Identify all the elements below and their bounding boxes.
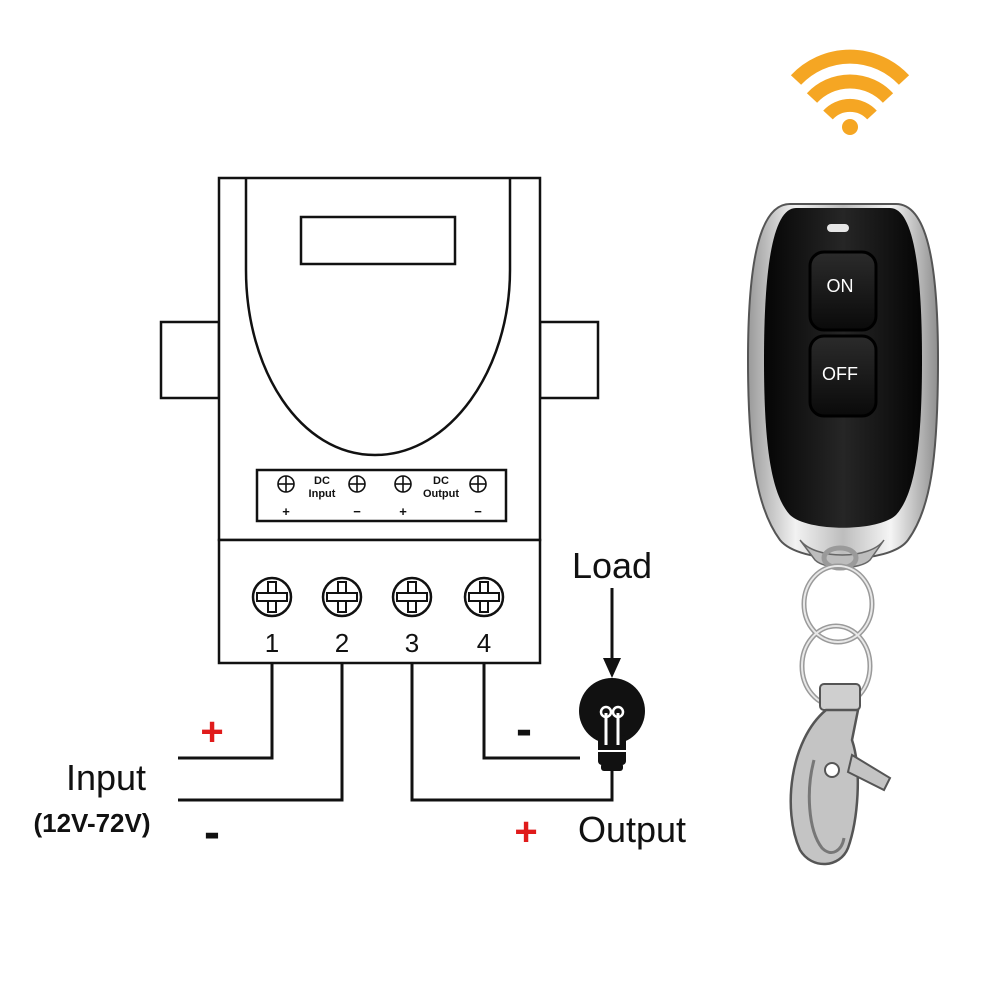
- mounting-tab-left: [159, 320, 221, 400]
- terminal-number-2: 2: [335, 628, 349, 658]
- input-range-label: (12V-72V): [33, 808, 150, 838]
- dc-output-line2: Output: [423, 488, 459, 500]
- remote-on-button[interactable]: [808, 250, 878, 332]
- input-label: Input: [66, 757, 146, 798]
- output-plus-sign: +: [514, 810, 537, 854]
- remote-led: [827, 224, 849, 232]
- wire-input-positive: [178, 663, 274, 760]
- wire-input-negative: [178, 663, 344, 802]
- remote-control: ON OFF: [746, 203, 940, 866]
- wires: [178, 588, 614, 802]
- module-cover: [244, 178, 512, 457]
- remote-off-button[interactable]: [808, 334, 878, 418]
- dc-input-line1: DC: [314, 475, 330, 487]
- terminal-number-1: 1: [265, 628, 279, 658]
- load-arrow-head: [603, 658, 621, 678]
- module-body: [217, 176, 542, 542]
- light-bulb-icon: [579, 678, 645, 771]
- screw-terminal-icon: [391, 576, 433, 618]
- screw-terminal-icon: [251, 576, 293, 618]
- terminal-number-3: 3: [405, 628, 419, 658]
- wifi-signal-icon: [790, 49, 910, 135]
- panel-minus-1: −: [353, 504, 361, 519]
- panel-plus-2: +: [399, 504, 407, 519]
- input-plus-sign: +: [200, 710, 223, 754]
- terminal-number-4: 4: [477, 628, 491, 658]
- screw-terminal-icon: [321, 576, 363, 618]
- load-minus-sign: -: [516, 703, 532, 756]
- wire-output-negative: [482, 663, 580, 760]
- screw-icon: [277, 475, 295, 493]
- screw-terminal-icon: [463, 576, 505, 618]
- remote-off-label: OFF: [822, 364, 858, 384]
- wire-output-positive: [410, 663, 614, 802]
- dc-input-line2: Input: [309, 488, 336, 500]
- input-minus-sign: -: [204, 806, 220, 859]
- lobster-clasp-icon: [789, 683, 892, 866]
- screw-terminals: 1 2 3 4: [251, 576, 505, 658]
- load-label: Load: [572, 545, 652, 586]
- relay-module: [159, 176, 600, 665]
- panel-plus-1: +: [282, 504, 290, 519]
- dc-output-line1: DC: [433, 475, 449, 487]
- screw-icon: [469, 475, 487, 493]
- output-label: Output: [578, 809, 686, 850]
- mounting-tab-right: [538, 320, 600, 400]
- label-window: [299, 215, 457, 266]
- screw-icon: [394, 475, 412, 493]
- terminal-panel: [255, 468, 508, 523]
- screw-icon: [348, 475, 366, 493]
- panel-minus-2: −: [474, 504, 482, 519]
- panel-symbols: + − + − DC Input DC Output: [277, 475, 487, 519]
- remote-on-label: ON: [827, 276, 854, 296]
